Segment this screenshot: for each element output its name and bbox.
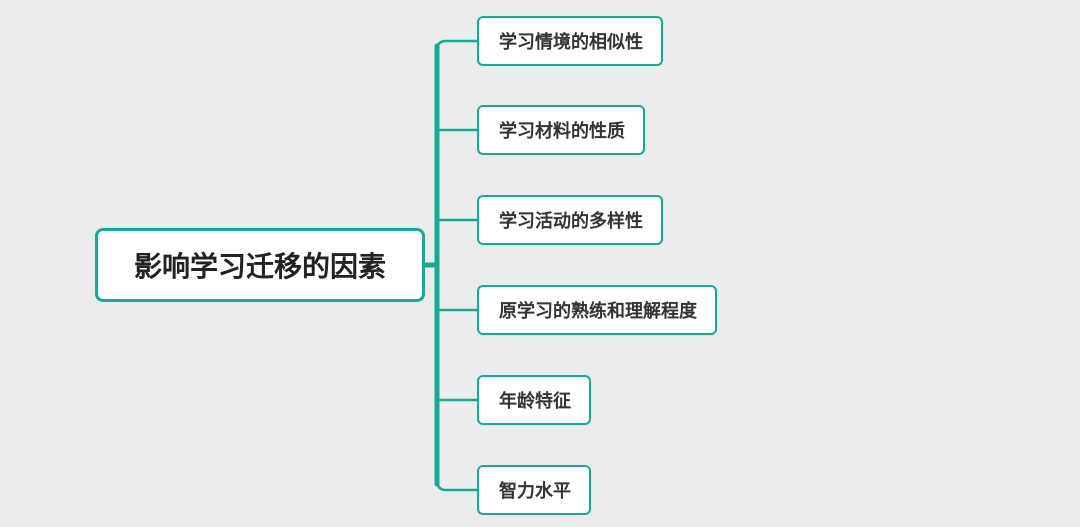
subtopic-label: 学习情境的相似性: [499, 32, 643, 53]
subtopic-label: 学习材料的性质: [499, 121, 625, 142]
subtopic-activity-diversity[interactable]: 学习活动的多样性: [477, 195, 663, 245]
subtopic-label: 原学习的熟练和理解程度: [499, 301, 697, 322]
subtopic-label: 智力水平: [499, 481, 571, 502]
root-topic-label: 影响学习迁移的因素: [133, 250, 386, 283]
subtopic-material-nature[interactable]: 学习材料的性质: [477, 105, 645, 155]
subtopic-label: 年龄特征: [499, 391, 571, 412]
branch-connector-1: [435, 39, 479, 52]
subtopic-intelligence-level[interactable]: 智力水平: [477, 465, 591, 515]
subtopic-original-learning-mastery[interactable]: 原学习的熟练和理解程度: [477, 285, 717, 335]
subtopic-age-characteristics[interactable]: 年龄特征: [477, 375, 591, 425]
subtopic-situation-similarity[interactable]: 学习情境的相似性: [477, 16, 663, 66]
root-topic[interactable]: 影响学习迁移的因素: [95, 228, 425, 302]
subtopic-label: 学习活动的多样性: [499, 211, 643, 232]
branch-connector-6: [435, 478, 479, 492]
